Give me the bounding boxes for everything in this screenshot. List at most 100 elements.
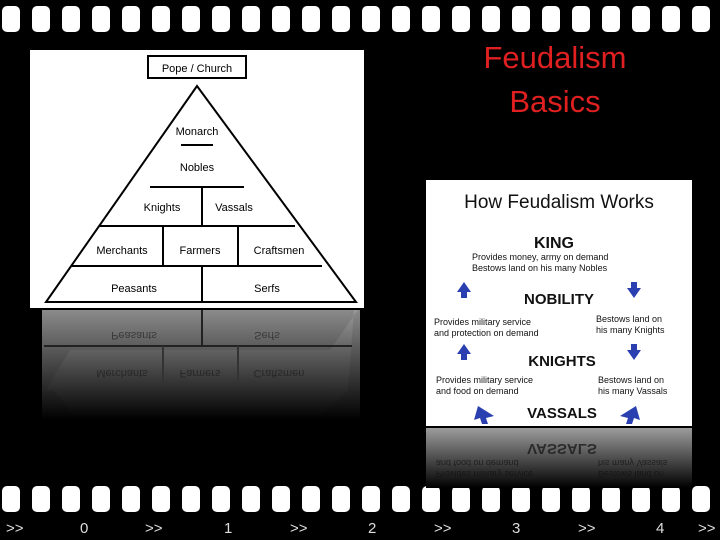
nobility-label: NOBILITY <box>524 291 594 308</box>
film-hole <box>392 486 410 512</box>
chart-heading: How Feudalism Works <box>464 192 654 213</box>
film-hole <box>572 486 590 512</box>
knights-left-reflection-2: Provides military service <box>436 469 533 479</box>
nobles-label: Nobles <box>180 162 215 174</box>
film-hole <box>632 6 650 32</box>
film-hole <box>362 6 380 32</box>
how-feudalism-works-reflection: VASSALS and food on demand his many Vass… <box>426 428 692 488</box>
king-label: KING <box>534 235 574 252</box>
frame-arrow[interactable]: >> <box>698 520 716 537</box>
film-hole <box>692 6 710 32</box>
film-hole <box>122 486 140 512</box>
farmers-reflection: Farmers <box>180 367 221 379</box>
film-hole <box>452 6 470 32</box>
craftsmen-label: Craftsmen <box>254 245 305 257</box>
king-desc-1: Provides money, army on demand <box>472 252 608 262</box>
pope-box <box>147 55 247 79</box>
frame-arrow[interactable]: >> <box>578 520 596 537</box>
knights-right-reflection-2: Bestows land on <box>598 469 664 479</box>
farmers-label: Farmers <box>180 245 221 257</box>
film-hole <box>242 486 260 512</box>
film-hole <box>512 6 530 32</box>
knights-right-1: Bestows land on <box>598 375 664 385</box>
frame-arrow[interactable]: >> <box>434 520 452 537</box>
film-hole <box>32 6 50 32</box>
film-hole <box>332 486 350 512</box>
nobility-left-2: and protection on demand <box>434 328 539 338</box>
film-hole <box>542 486 560 512</box>
film-hole <box>422 486 440 512</box>
merchants-reflection: Merchants <box>96 367 148 379</box>
frame-number[interactable]: 3 <box>512 520 521 537</box>
film-hole <box>272 486 290 512</box>
film-hole <box>152 486 170 512</box>
down-arrow-icon <box>627 344 641 360</box>
knights-right-2: his many Vassals <box>598 386 668 396</box>
film-hole <box>182 6 200 32</box>
film-hole <box>2 6 20 32</box>
frame-number[interactable]: 0 <box>80 520 89 537</box>
vassals-label: VASSALS <box>527 405 597 422</box>
title-line-1: Feudalism <box>483 40 627 75</box>
film-hole <box>482 486 500 512</box>
down-arrow-icon <box>627 282 641 298</box>
film-hole <box>2 486 20 512</box>
pope-label: Pope / Church <box>162 63 232 75</box>
vassals-label: Vassals <box>215 202 253 214</box>
title-line-2: Basics <box>509 84 601 119</box>
frame-arrow[interactable]: >> <box>6 520 24 537</box>
frame-arrow[interactable]: >> <box>290 520 308 537</box>
merchants-label: Merchants <box>96 245 148 257</box>
monarch-label: Monarch <box>176 126 219 138</box>
film-hole <box>212 6 230 32</box>
pyramid-reflection: Peasants Serfs Merchants Farmers Craftsm… <box>30 310 364 420</box>
film-hole <box>302 6 320 32</box>
film-strip-bottom <box>0 486 720 514</box>
frame-arrow[interactable]: >> <box>145 520 163 537</box>
film-strip-top <box>0 6 720 34</box>
reflection-graphic: VASSALS and food on demand his many Vass… <box>426 428 692 488</box>
frame-navigation: >> 0 >> 1 >> 2 >> 3 >> 4 >> <box>0 518 720 540</box>
film-hole <box>92 6 110 32</box>
knights-left-1: Provides military service <box>436 375 533 385</box>
film-hole <box>332 6 350 32</box>
film-hole <box>572 6 590 32</box>
film-hole <box>692 486 710 512</box>
frame-number[interactable]: 2 <box>368 520 377 537</box>
film-hole <box>362 486 380 512</box>
knights-label: Knights <box>144 202 181 214</box>
knights-right-reflection: his many Vassals <box>598 458 668 468</box>
film-hole <box>602 6 620 32</box>
frame-number[interactable]: 4 <box>656 520 665 537</box>
film-hole <box>542 6 560 32</box>
frame-number[interactable]: 1 <box>224 520 233 537</box>
serfs-reflection: Serfs <box>254 329 280 341</box>
film-hole <box>452 486 470 512</box>
craftsmen-reflection: Craftsmen <box>254 367 305 379</box>
pyramid-reflection-graphic: Peasants Serfs Merchants Farmers Craftsm… <box>42 310 360 420</box>
feudal-pyramid: Pope / Church Monarch Nobles Knights Vas… <box>44 55 358 303</box>
film-hole <box>272 6 290 32</box>
film-hole <box>182 486 200 512</box>
film-hole <box>632 486 650 512</box>
film-hole <box>62 6 80 32</box>
up-arrow-icon <box>457 344 471 360</box>
how-feudalism-works-diagram: How Feudalism Works KING Provides money,… <box>434 192 668 424</box>
serfs-label: Serfs <box>254 283 280 295</box>
film-hole <box>662 486 680 512</box>
king-desc-2: Bestows land on his many Nobles <box>472 263 608 273</box>
film-hole <box>152 6 170 32</box>
film-hole <box>32 486 50 512</box>
film-hole <box>422 6 440 32</box>
nobility-right-2: his many Knights <box>596 325 665 335</box>
vassals-reflection: VASSALS <box>527 440 597 457</box>
feudal-pyramid-panel: Pope / Church Monarch Nobles Knights Vas… <box>30 50 364 308</box>
peasants-label: Peasants <box>111 283 157 295</box>
film-hole <box>602 486 620 512</box>
film-hole <box>392 6 410 32</box>
knights-left-2: and food on demand <box>436 386 519 396</box>
film-hole <box>482 6 500 32</box>
nobility-left-1: Provides military service <box>434 317 531 327</box>
film-hole <box>122 6 140 32</box>
film-hole <box>302 486 320 512</box>
